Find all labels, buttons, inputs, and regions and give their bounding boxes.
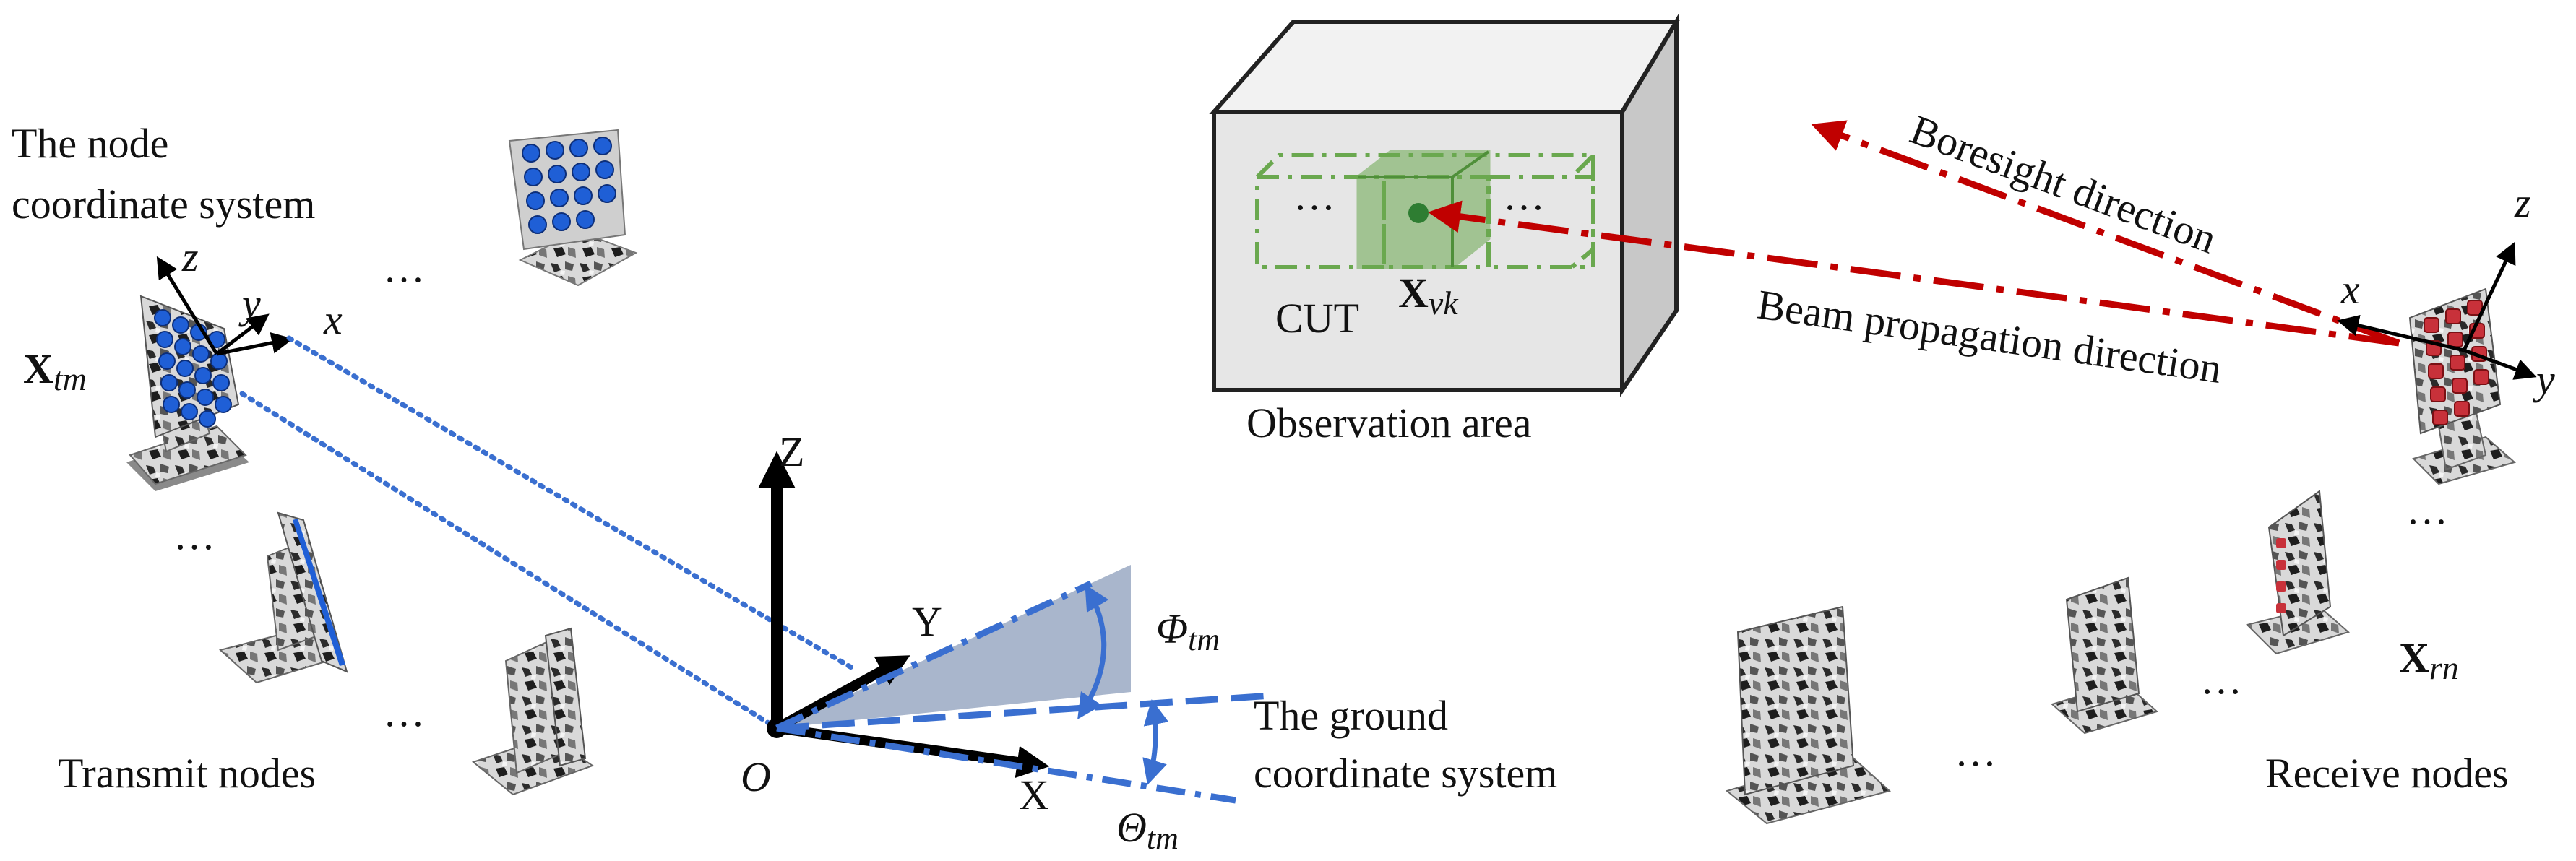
rx-axis-x: x xyxy=(2340,266,2360,313)
receive-node-2 xyxy=(2246,490,2351,655)
origin-label: O xyxy=(741,753,771,800)
axis-Z-label: Z xyxy=(779,428,804,475)
receive-node-3 xyxy=(2050,576,2159,735)
beam-propagation-label: Beam propagation direction xyxy=(1754,281,2224,392)
node-axis-x: x xyxy=(323,296,343,343)
observation-area-label: Observation area xyxy=(1246,399,1532,446)
node-axis-z: z xyxy=(181,233,199,280)
ellipsis-rx-mid: … xyxy=(2200,656,2242,703)
projection-line-upper xyxy=(286,335,859,673)
axis-Y-label: Y xyxy=(912,598,942,645)
x-vk-label: Xvk xyxy=(1398,269,1459,321)
cut-center-point xyxy=(1408,203,1429,223)
ground-cs-label-line1: The ground xyxy=(1254,692,1448,739)
receive-node-4 xyxy=(1725,605,1892,825)
transmit-node-3 xyxy=(471,627,595,796)
ellipsis-rx-bottom: … xyxy=(1955,728,1996,775)
rx-axis-y: y xyxy=(2533,356,2555,403)
ellipsis-cut-right: … xyxy=(1503,172,1545,219)
axis-X-label: X xyxy=(1019,771,1049,818)
projection-line-lower xyxy=(239,391,776,729)
transmit-node-array-top xyxy=(508,129,638,287)
x-tm-label: Xtm xyxy=(23,345,87,397)
ground-cs-label-line2: coordinate system xyxy=(1254,750,1557,797)
ellipsis-tx-left: … xyxy=(173,511,215,558)
rx-axis-z: z xyxy=(2514,179,2531,226)
beam-propagation-line xyxy=(1428,200,2400,347)
ellipsis-cut-left: … xyxy=(1293,172,1335,219)
ground-coordinate-system xyxy=(758,451,1272,804)
boresight-label: Boresight direction xyxy=(1904,105,2223,262)
receive-nodes-label: Receive nodes xyxy=(2265,750,2509,797)
ellipsis-rx-right: … xyxy=(2406,486,2448,533)
x-rn-label: Xrn xyxy=(2399,634,2459,686)
phi-label: Φtm xyxy=(1156,605,1220,657)
transmit-node-2 xyxy=(218,511,348,684)
boresight-line xyxy=(1811,120,2400,347)
transmit-nodes-label: Transmit nodes xyxy=(58,750,316,797)
receive-node-main xyxy=(2337,241,2537,485)
cut-label: CUT xyxy=(1275,295,1359,342)
ellipsis-tx-bottom: … xyxy=(383,688,425,735)
tx-antenna-array xyxy=(154,309,232,428)
transmit-node-main xyxy=(126,256,293,491)
node-axis-y: y xyxy=(238,280,261,327)
node-cs-label-line2: coordinate system xyxy=(12,181,315,228)
node-cs-label-line1: The node xyxy=(12,120,168,167)
ellipsis-tx-top: … xyxy=(383,244,425,291)
theta-label: Θtm xyxy=(1116,804,1179,856)
